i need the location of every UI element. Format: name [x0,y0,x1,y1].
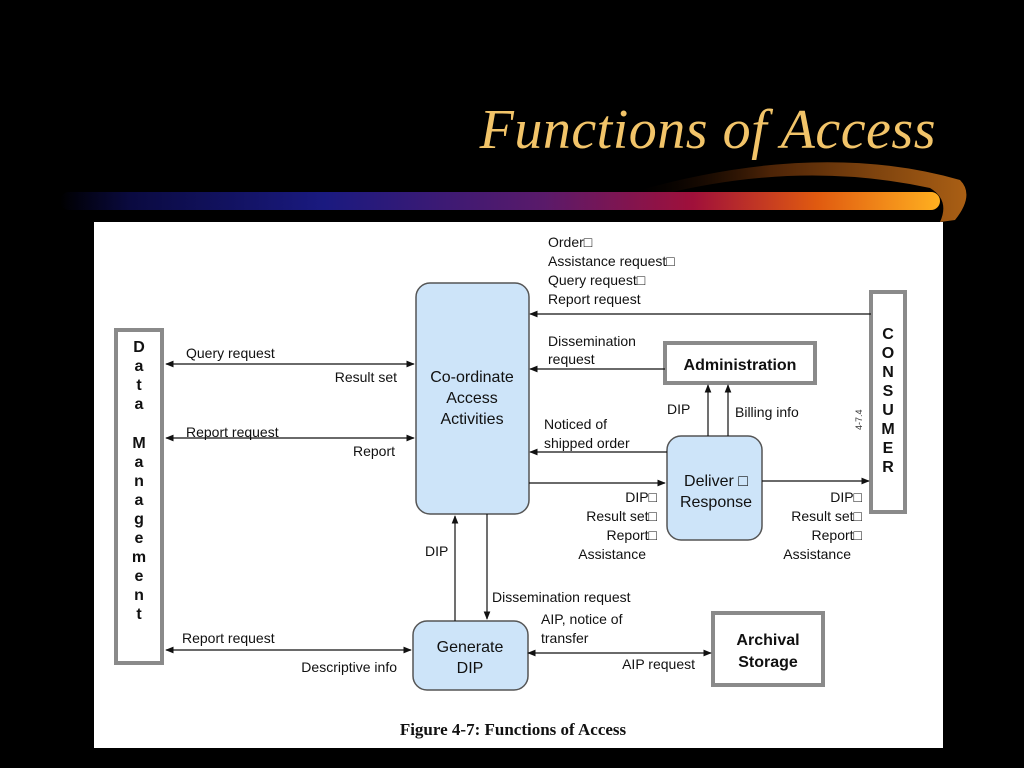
consumer-letter: U [882,402,894,419]
aip-notice-label: transfer [541,630,589,646]
administration-box [663,341,817,385]
dm-letter: e [135,530,144,547]
dm-letter: g [134,511,144,528]
archival-storage-label-line1: Archival [736,632,799,649]
consumer-request-label: Order□ [548,234,593,250]
dip-admin-label: DIP [667,401,690,417]
to-deliver-label: Report□ [607,527,658,543]
administration-label: Administration [684,357,797,374]
dm-letter: m [132,549,146,566]
data-management-label: D a t a M a n a g e m e n t [132,339,146,623]
dm-letter: a [135,396,144,413]
to-consumer-label: Assistance [783,546,851,562]
consumer-label: C O N S U M E R [881,326,894,476]
consumer-letter: E [883,440,894,457]
decorative-swoosh [60,162,967,222]
swoosh-band [60,192,940,210]
to-deliver-label: Result set□ [586,508,657,524]
consumer-request-label: Report request [548,291,641,307]
report-request-label: Report request [186,424,279,440]
dm-letter: a [135,492,144,509]
query-request-label: Query request [186,345,275,361]
report-label: Report [353,443,395,459]
figure-caption: Figure 4-7: Functions of Access [400,720,627,739]
archival-storage-label-line2: Storage [738,654,798,671]
consumer-letter: N [882,364,894,381]
aip-request-label: AIP request [622,656,695,672]
to-deliver-label: DIP□ [625,489,657,505]
coordinate-label-line1: Co-ordinate [430,369,514,386]
dm-letter: a [135,454,144,471]
dissemination-request-label: request [548,351,595,367]
deliver-label-line2: Response [680,494,752,511]
dm-letter: t [136,377,142,394]
generate-label-line2: DIP [457,660,484,677]
dm-letter: n [134,587,144,604]
to-consumer-label: DIP□ [830,489,862,505]
archival-storage-box [711,611,825,687]
figure-id-label: 4-7.4 [854,409,864,430]
to-deliver-label: Assistance [578,546,646,562]
aip-notice-label: AIP, notice of [541,611,623,627]
consumer-letter: M [881,421,894,438]
access-diagram: D a t a M a n a g e m e n t C O N S U M … [114,234,907,739]
deliver-response-process [666,435,763,541]
result-set-label: Result set [335,369,397,385]
consumer-request-label: Assistance request□ [548,253,675,269]
dm-letter: n [134,473,144,490]
dm-letter: e [135,568,144,585]
consumer-letter: C [882,326,894,343]
noticed-shipped-label: shipped order [544,435,630,451]
coordinate-label-line3: Activities [440,411,503,428]
billing-info-label: Billing info [735,404,799,420]
dm-letter: a [135,358,144,375]
figure-panel: D a t a M a n a g e m e n t C O N S U M … [94,222,943,748]
to-consumer-label: Report□ [812,527,863,543]
report-request-gen-label: Report request [182,630,275,646]
dm-letter: M [132,435,145,452]
dissemination-request-label: Dissemination [548,333,636,349]
swoosh-arc [640,162,967,222]
data-management-box [114,328,164,665]
slide-title: Functions of Access [479,99,936,161]
coordinate-access-process [415,282,530,515]
dip-up-label: DIP [425,543,448,559]
descriptive-info-label: Descriptive info [301,659,397,675]
coordinate-label-line2: Access [446,390,498,407]
consumer-letter: R [882,459,894,476]
deliver-label-line1: Deliver □ [684,473,748,490]
noticed-shipped-label: Noticed of [544,416,607,432]
dissemination-request-gen-label: Dissemination request [492,589,631,605]
consumer-request-label: Query request□ [548,272,646,288]
generate-label-line1: Generate [437,639,504,656]
to-consumer-label: Result set□ [791,508,862,524]
consumer-letter: S [883,383,894,400]
consumer-letter: O [882,345,894,362]
dm-letter: t [136,606,142,623]
consumer-box [869,290,907,514]
dm-letter: D [133,339,145,356]
